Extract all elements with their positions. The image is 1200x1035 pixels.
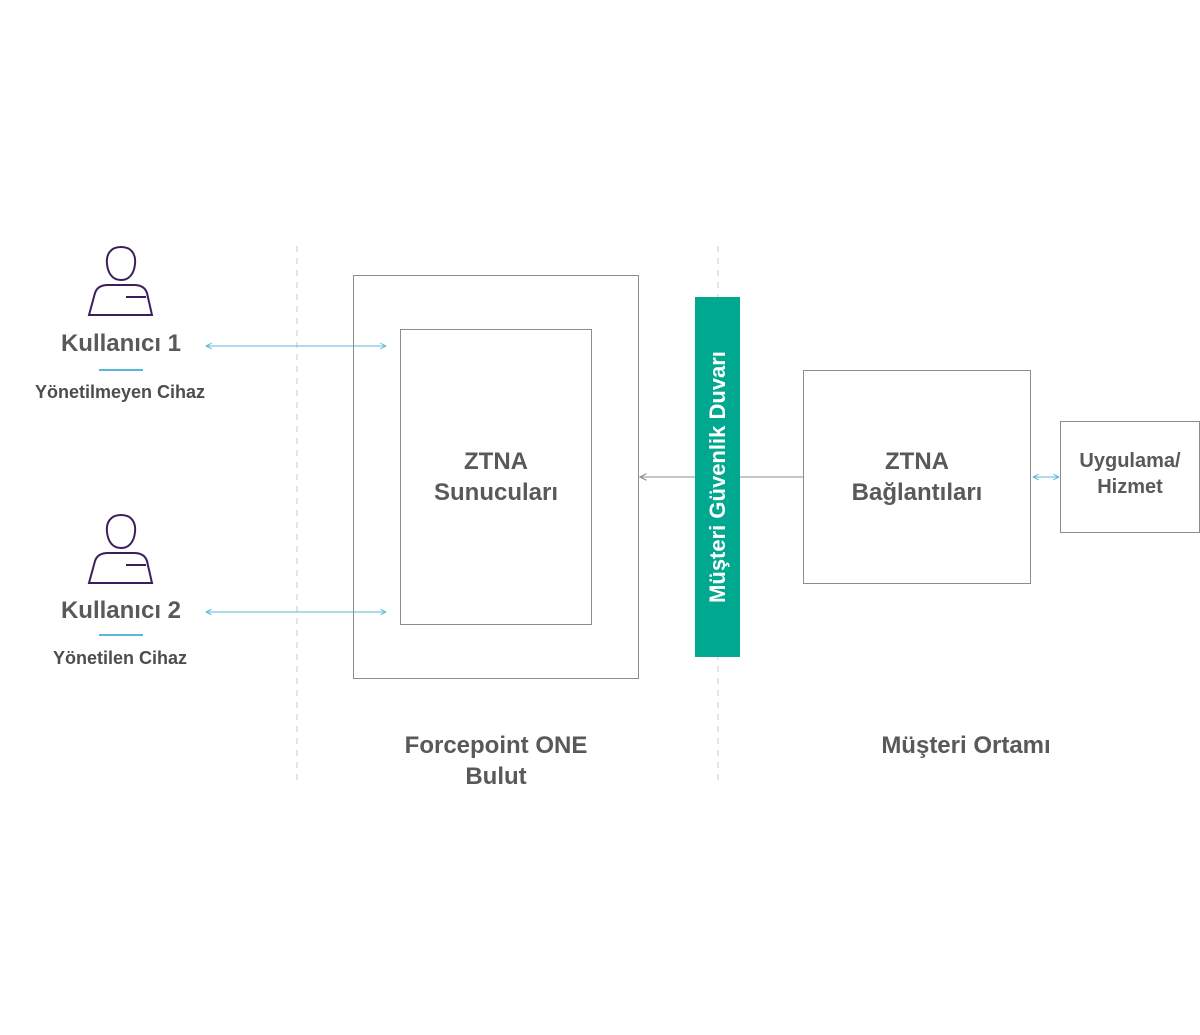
cloud-outer-box bbox=[353, 275, 639, 679]
ztna-server-title: ZTNA bbox=[464, 448, 528, 475]
ztna-connector-title: ZTNA bbox=[885, 448, 949, 475]
user-2-name: Kullanıcı 2 bbox=[60, 597, 182, 624]
cloud-zone-line1: Forcepoint ONE bbox=[404, 732, 588, 759]
customer-zone-label: Müşteri Ortamı bbox=[881, 732, 1051, 759]
ztna-server-subtitle: Sunucuları bbox=[433, 479, 559, 506]
customer-firewall: Müşteri Güvenlik Duvarı bbox=[695, 297, 740, 657]
user-2-icon bbox=[87, 513, 154, 584]
firewall-label: Müşteri Güvenlik Duvarı bbox=[704, 351, 730, 603]
user-2-underline bbox=[99, 634, 143, 636]
user-1-icon bbox=[87, 245, 154, 316]
user-1-name: Kullanıcı 1 bbox=[60, 330, 182, 357]
ztna-connector-box bbox=[803, 370, 1031, 584]
app-service-line1: Uygulama/ bbox=[1079, 450, 1181, 472]
user-1-device: Yönetilmeyen Cihaz bbox=[34, 382, 206, 402]
user-2-device: Yönetilen Cihaz bbox=[52, 648, 187, 668]
ztna-server-box bbox=[400, 329, 592, 625]
user-1-underline bbox=[99, 369, 143, 371]
ztna-connector-subtitle: Bağlantıları bbox=[851, 479, 983, 506]
app-service-line2: Hizmet bbox=[1097, 476, 1163, 498]
cloud-zone-line2: Bulut bbox=[465, 763, 527, 790]
